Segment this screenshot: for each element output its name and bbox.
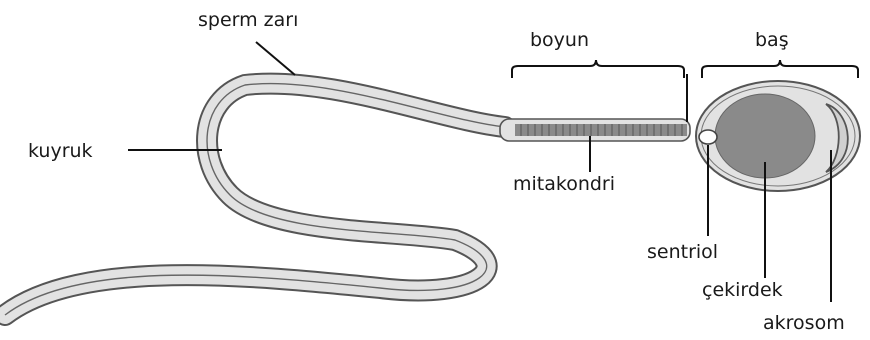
midpiece	[500, 119, 690, 141]
head-brace	[702, 60, 858, 78]
membrane-pointer	[256, 42, 295, 75]
label-centriole: sentriol	[647, 241, 718, 263]
label-sperm-membrane: sperm zarı	[198, 9, 298, 31]
centriole	[699, 130, 717, 144]
sperm-head	[696, 81, 860, 191]
neck-brace	[512, 60, 687, 122]
label-nucleus: çekirdek	[702, 279, 783, 301]
label-mitochondria: mitakondri	[513, 173, 615, 195]
sperm-tail	[5, 84, 505, 315]
label-neck: boyun	[530, 29, 589, 51]
label-tail: kuyruk	[28, 140, 93, 162]
label-head: baş	[755, 29, 789, 51]
label-acrosome: akrosom	[763, 312, 845, 334]
